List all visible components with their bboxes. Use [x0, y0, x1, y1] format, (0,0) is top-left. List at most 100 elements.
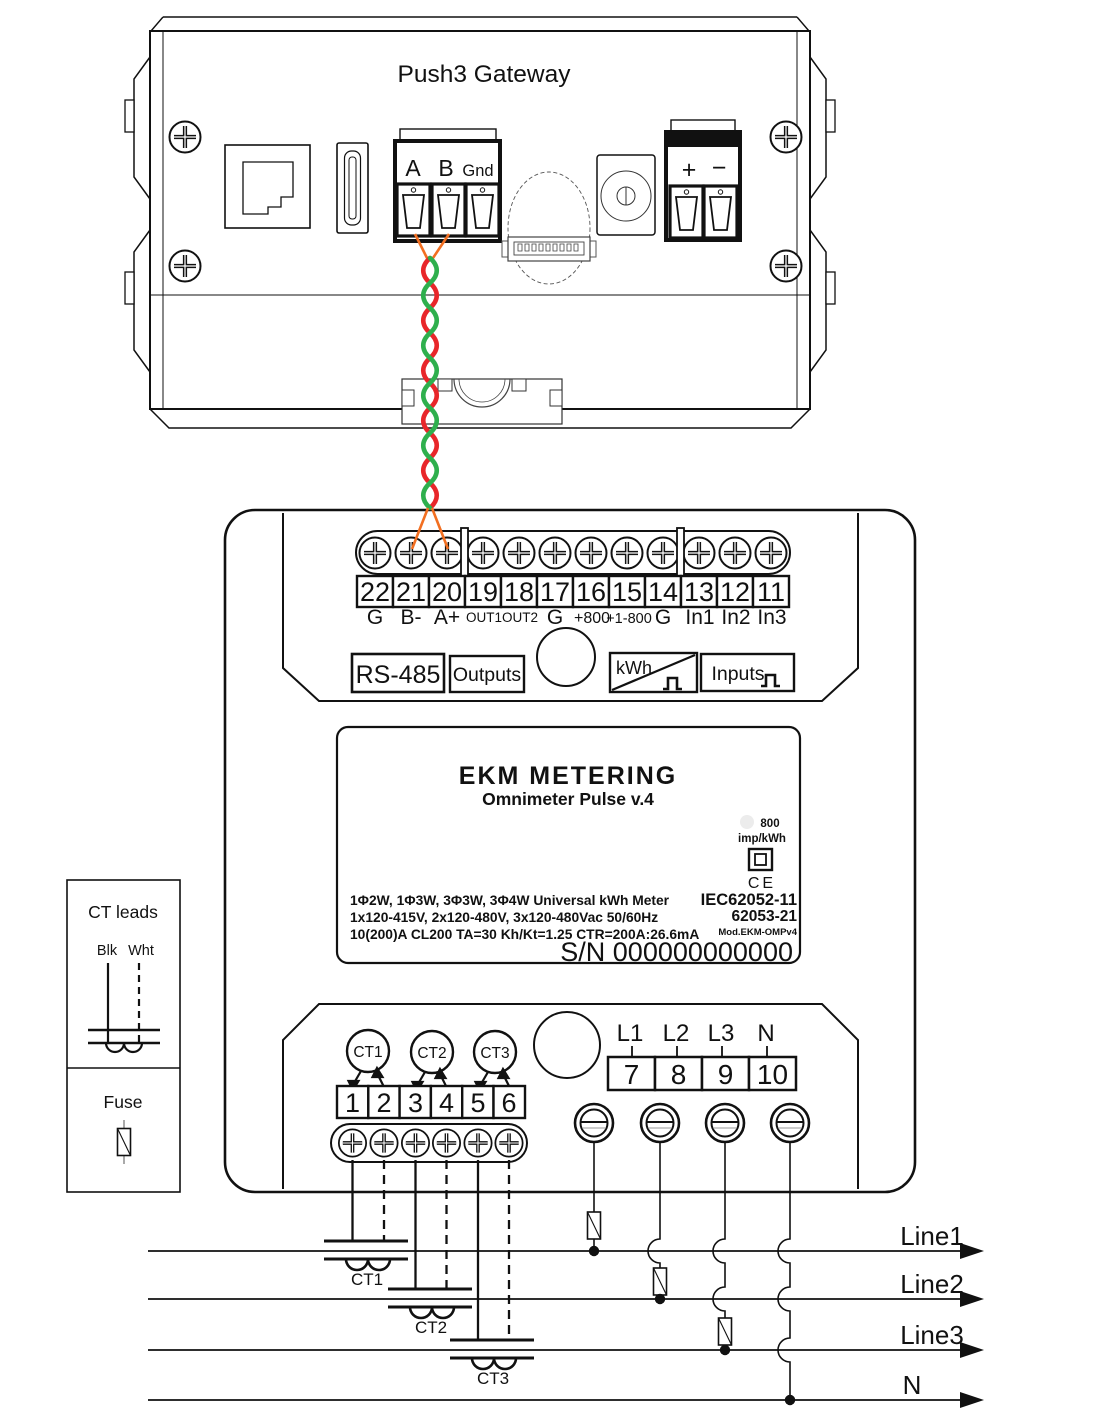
gateway-right-tab-bottom — [825, 271, 836, 305]
meter-top-cover — [282, 513, 859, 702]
ct-terminal-number: 6 — [501, 1088, 516, 1118]
terminal-number: 12 — [720, 577, 750, 607]
wire-a-stub-bottom — [430, 507, 450, 550]
legend-fuse-symbol — [116, 1120, 132, 1164]
rs485-box — [350, 652, 446, 694]
screw-icon — [337, 1127, 368, 1159]
pulse-unit: imp/kWh — [738, 833, 786, 845]
ct2-circle-label: CT2 — [417, 1045, 446, 1062]
terminal-label: G — [547, 606, 563, 629]
terminal-label: OUT2 — [502, 610, 538, 625]
wire-green — [420, 255, 440, 511]
legend-white-label: Wht — [128, 943, 154, 959]
ethernet-port-icon — [224, 144, 311, 229]
line1-label: Line1 — [900, 1221, 964, 1251]
terminal-label: In3 — [757, 606, 786, 629]
top-terminal-numbers: 22 21 20 19 18 17 16 15 14 13 12 11 — [355, 574, 791, 609]
legend-black-label: Blk — [97, 943, 118, 959]
kwh-diagonal — [611, 653, 696, 692]
screw-icon — [431, 1127, 462, 1159]
screw-icon — [462, 1127, 494, 1159]
terminal-label: In1 — [685, 606, 714, 629]
fuse-icon — [717, 1317, 733, 1346]
screw-icon — [360, 538, 391, 569]
line1-arrow — [960, 1243, 984, 1259]
brand-logo: EKM METERING — [459, 762, 677, 790]
screw-icon — [771, 122, 802, 153]
line-screw-icon — [769, 1102, 811, 1144]
screw-icon — [684, 538, 715, 569]
spec-line-2: 1x120-415V, 2x120-480V, 3x120-480Vac 50/… — [350, 910, 658, 925]
ct-terminal-number: 4 — [439, 1088, 454, 1118]
terminal-label: B- — [401, 606, 422, 629]
screw-icon — [720, 538, 751, 569]
terminal-label-plus: + — [682, 156, 697, 184]
wire-b-stub-bottom — [410, 507, 430, 550]
gateway-left-tab-top — [124, 99, 135, 133]
outputs-label: Outputs — [453, 664, 522, 686]
meter-device: 22 21 20 19 18 17 16 15 14 13 12 11 G B-… — [223, 508, 917, 1194]
terminal-socket-minus — [702, 184, 739, 240]
terminal-number: 11 — [757, 577, 785, 607]
model-name: Omnimeter Pulse v.4 — [482, 789, 654, 809]
terminal-number: 15 — [612, 577, 642, 607]
screw-icon — [170, 251, 201, 282]
terminal-number: 20 — [432, 577, 462, 607]
neutral-label: N — [903, 1370, 922, 1400]
terminal-label-b: B — [438, 155, 453, 181]
cert-line-1: IEC62052-11 — [701, 891, 797, 909]
phase-terminal-number: 10 — [757, 1059, 788, 1090]
power-terminal-block: + − — [664, 119, 742, 242]
terminal-label-a: A — [405, 155, 421, 181]
top-terminal-labels: G B- A+ OUT1 OUT2 G +800 +1-800 G In1 In… — [367, 606, 787, 629]
gateway-device: Push3 Gateway A B Gnd — [124, 16, 836, 429]
neutral-arrow — [960, 1392, 984, 1408]
ce-mark: CE — [748, 875, 776, 892]
ct3-circle-label: CT3 — [480, 1045, 509, 1062]
terminal-socket-plus — [668, 184, 705, 240]
gateway-right-tab-top — [825, 99, 836, 133]
line-screw-icon — [704, 1102, 746, 1144]
terminal-label-minus: − — [712, 154, 727, 182]
phase-label-ticks — [631, 1046, 768, 1057]
legend-ct-symbol — [88, 1028, 160, 1054]
terminal-socket-a — [395, 182, 432, 238]
phase-terminal-area: L1 L2 L3 N 7 8 9 10 — [573, 1020, 811, 1144]
power-jack-icon — [596, 154, 656, 236]
screw-icon — [504, 538, 535, 569]
meter-bottom-cover — [282, 1003, 859, 1189]
gateway-right-fin-top — [809, 56, 827, 200]
legend-box: CT leads Blk Wht Fuse — [66, 879, 181, 1193]
line2-arrow — [960, 1291, 984, 1307]
ct-lead-wires — [351, 1160, 511, 1340]
gateway-left-fin-top — [133, 56, 151, 200]
rs485-label: RS-485 — [356, 661, 441, 689]
usb-port-icon — [336, 142, 369, 234]
line-screw-icon — [573, 1102, 615, 1144]
terminal-number: 22 — [360, 577, 390, 607]
serial-number: S/N 000000000000 — [560, 937, 793, 967]
terminal-socket-b — [430, 182, 467, 238]
screw-icon — [400, 1127, 431, 1159]
fuse-icon — [652, 1267, 668, 1296]
ct2-clamp: CT2 — [388, 1287, 472, 1337]
power-block-top-band — [666, 132, 740, 147]
spec-line-3: 10(200)A CL200 TA=30 Kh/Kt=1.25 CTR=200A… — [350, 927, 699, 942]
ct-terminal-number: 5 — [470, 1088, 485, 1118]
line3-label: Line3 — [900, 1320, 964, 1350]
ct1-clamp: CT1 — [324, 1239, 408, 1289]
terminal-number: 19 — [468, 577, 498, 607]
screw-icon — [170, 122, 201, 153]
line-screw-icon — [639, 1102, 681, 1144]
screw-icon — [612, 538, 643, 569]
ct3-clamp: CT3 — [450, 1338, 534, 1388]
seal-hole — [536, 627, 596, 687]
terminal-label: G — [655, 606, 671, 629]
ct-terminal-number: 1 — [345, 1088, 360, 1118]
cert-line-3: Mod.EKM-OMPv4 — [718, 927, 797, 938]
screw-icon — [648, 538, 679, 569]
terminal-label: +800 — [574, 610, 610, 627]
terminal-number: 13 — [684, 577, 714, 607]
terminal-socket-gnd — [464, 182, 501, 238]
wire-a-stub-top — [413, 233, 429, 259]
